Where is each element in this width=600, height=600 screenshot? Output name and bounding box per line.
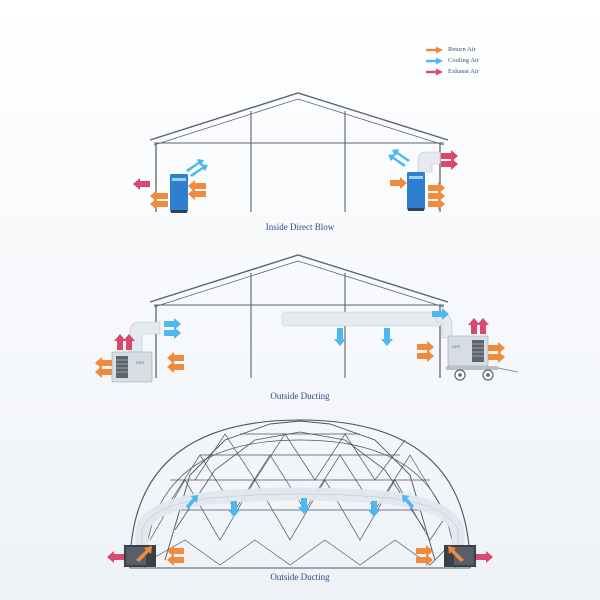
caption-inside-direct-blow: Inside Direct Blow — [265, 222, 335, 232]
legend-label-cooling: Cooling Air — [448, 57, 479, 64]
caption-outside-ducting-tent: Outside Ducting — [270, 391, 330, 401]
caption-outside-ducting-dome: Outside Ducting — [270, 572, 330, 582]
ac-unit-left-2: DRS — [111, 321, 161, 383]
cooling-air-arrow-icon — [186, 495, 414, 517]
airflow-arrows-3 — [107, 495, 493, 566]
cooling-air-arrow-icon — [186, 149, 410, 177]
ac-unit-right-1 — [407, 151, 441, 211]
dome-duct-outline — [141, 493, 459, 552]
exhaust-air-arrow-icon — [426, 68, 443, 75]
legend-label-return: Return Air — [448, 46, 476, 53]
panel-outside-ducting-tent: DRS DRS — [95, 254, 519, 383]
panel-inside-direct-blow — [133, 92, 458, 213]
airflow-arrows-2 — [95, 308, 505, 378]
trailer — [446, 366, 519, 381]
exhaust-air-arrow-icon — [107, 551, 493, 563]
cooling-air-arrow-icon — [426, 57, 443, 64]
legend-item-exhaust: Exhaust Air — [426, 66, 479, 77]
legend-item-return: Return Air — [426, 44, 479, 55]
exhaust-air-arrow-icon — [114, 318, 489, 350]
return-air-arrow-icon — [150, 177, 445, 210]
legend: Return Air Cooling Air Exhaust Air — [426, 44, 479, 77]
return-air-arrow-icon — [95, 341, 505, 378]
unit-badge: DRS — [452, 344, 461, 349]
ac-unit-left-1 — [170, 174, 188, 213]
ac-unit-right-2: DRS — [435, 311, 519, 381]
airflow-arrows-1 — [133, 149, 458, 210]
legend-item-cooling: Cooling Air — [426, 55, 479, 66]
return-air-arrow-icon — [426, 46, 443, 53]
return-air-arrow-icon — [136, 545, 464, 566]
unit-badge: DRS — [136, 360, 145, 365]
exhaust-air-arrow-icon — [133, 150, 458, 190]
tent-frame-2 — [149, 254, 449, 378]
legend-label-exhaust: Exhaust Air — [448, 68, 479, 75]
internal-duct — [281, 311, 443, 327]
dome-frame — [129, 419, 471, 569]
cooling-air-arrow-icon — [164, 308, 449, 346]
panel-outside-ducting-dome — [107, 419, 493, 569]
